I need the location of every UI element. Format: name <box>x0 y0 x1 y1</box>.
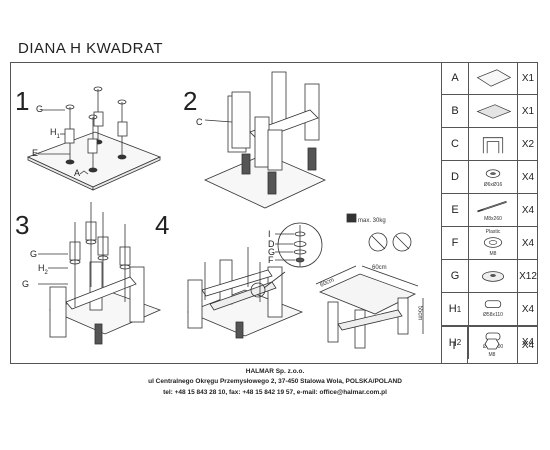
weight-limit-label: max. 30kg <box>358 218 386 224</box>
part-material: Plastic <box>485 229 501 235</box>
part-letter: G <box>442 260 469 292</box>
part-spec: M8 <box>489 251 497 257</box>
part-qty: X4 <box>517 327 538 364</box>
part-row-f: F Plastic M8 X4 <box>442 227 538 260</box>
part-row-g: G X12 <box>442 260 538 293</box>
instruction-frame <box>10 62 538 364</box>
part-row-b: B X1 <box>442 95 538 128</box>
part-spec: M8x260 <box>484 216 502 222</box>
shelf-panel-icon <box>476 104 512 119</box>
part-qty: X4 <box>517 227 538 259</box>
part-spec: Ø6xØ16 <box>483 182 503 188</box>
part-row-d: D Ø6xØ16 X4 <box>442 161 538 194</box>
step-number-4: 4 <box>155 210 170 240</box>
glass-top-icon <box>476 69 512 87</box>
part-row-c: C X2 <box>442 128 538 161</box>
part-qty: X4 <box>517 161 538 193</box>
step-number-2: 2 <box>183 86 198 116</box>
assembly-drawings <box>26 71 424 349</box>
step1-label-e: E <box>32 148 39 158</box>
nut-icon <box>484 338 500 350</box>
part-qty: X4 <box>517 194 538 226</box>
dim-height-label: 55cm <box>416 305 423 321</box>
step1-label-g: G <box>36 104 44 114</box>
part-qty: X12 <box>517 260 538 292</box>
step3-label-h2: H2 <box>38 263 48 276</box>
part-letter: C <box>442 128 469 160</box>
part-row-a: A X1 <box>442 62 538 95</box>
step4-label-i: I <box>268 229 271 239</box>
step1-label-h: H1 <box>50 127 60 140</box>
part-row-i: I M8 X4 <box>441 326 538 364</box>
footer-address: ul Centralnego Okręgu Przemysłowego 2, 3… <box>148 378 402 385</box>
dim-width-label: 60cm <box>372 265 387 271</box>
footer-contact: tel: +48 15 843 28 10, fax: +48 15 842 1… <box>163 389 387 396</box>
step1-label-a: A <box>74 168 81 178</box>
step2-label-c: C <box>196 117 203 127</box>
plastic-nut-icon <box>483 237 503 248</box>
spacer-disc-icon <box>481 271 505 282</box>
parts-list: A X1 B X1 C X2 D Ø6xØ16 X4 E M8x260 X4 F… <box>441 62 538 364</box>
step-number-1: 1 <box>15 86 30 116</box>
step3-label-g-top: G <box>30 249 38 259</box>
part-row-e: E M8x260 X4 <box>442 194 538 227</box>
part-letter: B <box>442 95 469 127</box>
step1-drawing <box>26 86 162 191</box>
frame-leg-icon <box>482 137 504 154</box>
part-qty: X2 <box>517 128 538 160</box>
step3-drawing <box>38 202 162 345</box>
part-letter: E <box>442 194 469 226</box>
part-letter: A <box>442 62 469 94</box>
bolt-icon <box>477 200 507 213</box>
washer-icon <box>485 169 501 178</box>
step4-label-d: D <box>268 239 275 249</box>
step2-drawing <box>204 71 326 209</box>
part-letter: F <box>442 227 469 259</box>
part-letter: D <box>442 161 469 193</box>
part-letter: I <box>441 327 468 364</box>
part-qty: X1 <box>517 62 538 94</box>
part-spec: Ø58x110 <box>483 312 503 318</box>
part-spec: M8 <box>488 352 496 358</box>
step-number-3: 3 <box>15 210 30 240</box>
step4-label-g: G <box>268 247 276 257</box>
step4-drawing <box>186 213 424 349</box>
part-qty: X4 <box>517 293 538 325</box>
tube-long-icon <box>484 300 502 308</box>
document-title: DIANA H KWADRAT <box>18 40 164 57</box>
part-qty: X1 <box>517 95 538 127</box>
footer-company: HALMAR Sp. z.o.o. <box>245 368 305 375</box>
step4-label-f: F <box>268 255 274 265</box>
step3-label-g-bottom: G <box>22 279 30 289</box>
